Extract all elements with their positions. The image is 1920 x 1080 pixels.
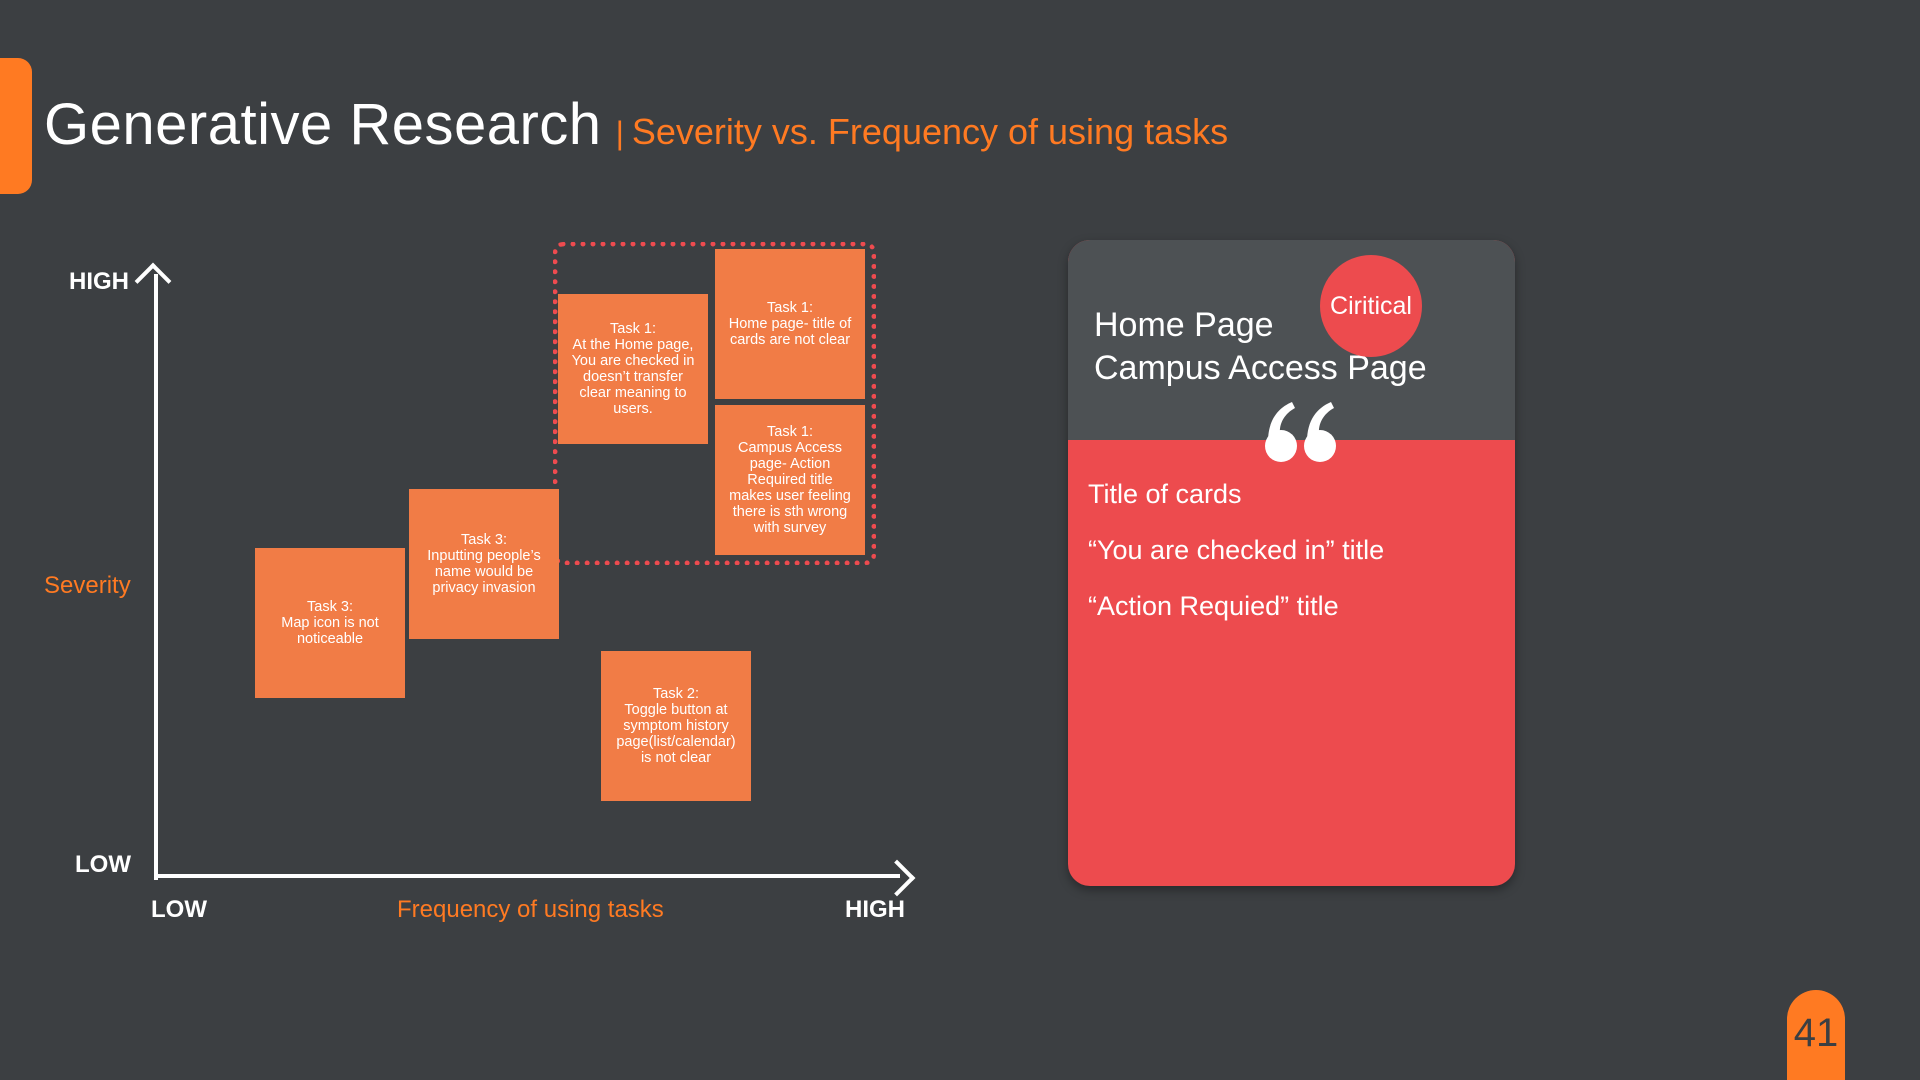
task-card: Task 2: Toggle button at symptom history… bbox=[601, 651, 751, 801]
list-item: “Action Requied” title bbox=[1088, 591, 1339, 621]
x-axis-arrow-icon bbox=[878, 859, 916, 897]
page-number: 41 bbox=[1787, 990, 1845, 1080]
task-card: Task 1: At the Home page, You are checke… bbox=[558, 294, 708, 444]
task-description: Inputting people’s name would be privacy… bbox=[427, 548, 541, 596]
y-axis-name: Severity bbox=[44, 572, 131, 599]
task-title: Task 1: bbox=[767, 300, 813, 316]
list-item: Title of cards bbox=[1088, 479, 1242, 509]
x-axis-name: Frequency of using tasks bbox=[397, 896, 664, 923]
task-card: Task 3: Map icon is not noticeable bbox=[255, 548, 405, 698]
y-high-label: HIGH bbox=[69, 268, 129, 295]
critical-issues-card: Home Page Campus Access Page Title of ca… bbox=[1068, 240, 1515, 886]
card-heading-line: Home Page bbox=[1094, 306, 1274, 344]
quote-icon bbox=[1265, 402, 1336, 462]
title-separator: | bbox=[615, 115, 624, 151]
y-axis-arrow-icon bbox=[134, 262, 172, 300]
task-description: Home page- title of cards are not clear bbox=[728, 316, 852, 348]
x-high-label: HIGH bbox=[845, 896, 905, 923]
task-title: Task 1: bbox=[610, 321, 656, 337]
subtitle-text: Severity vs. Frequency of using tasks bbox=[631, 111, 1229, 152]
task-title: Task 2: bbox=[653, 686, 699, 702]
page-title: Generative Research |Severity vs. Frequen… bbox=[44, 88, 1228, 170]
y-low-label: LOW bbox=[75, 851, 131, 878]
task-card: Task 1: Campus Access page- Action Requi… bbox=[715, 405, 865, 555]
task-card: Task 3: Inputting people’s name would be… bbox=[409, 489, 559, 639]
task-title: Task 1: bbox=[767, 424, 813, 440]
subtitle: |Severity vs. Frequency of using tasks bbox=[616, 111, 1229, 152]
critical-region-outline bbox=[553, 242, 876, 565]
task-description: Toggle button at symptom history page(li… bbox=[616, 702, 736, 766]
critical-badge: Ciritical bbox=[1320, 255, 1422, 357]
task-description: At the Home page, You are checked in doe… bbox=[571, 337, 695, 417]
x-low-label: LOW bbox=[151, 896, 207, 923]
task-title: Task 3: bbox=[307, 599, 353, 615]
card-points-list: Title of cards “You are checked in” titl… bbox=[1088, 478, 1384, 646]
task-card: Task 1: Home page- title of cards are no… bbox=[715, 249, 865, 399]
list-item: “You are checked in” title bbox=[1088, 535, 1385, 565]
y-axis-line bbox=[154, 274, 158, 880]
accent-tab bbox=[0, 58, 32, 194]
title-text: Generative Research bbox=[44, 92, 602, 157]
task-title: Task 3: bbox=[461, 532, 507, 548]
task-description: Map icon is not noticeable bbox=[281, 615, 379, 647]
task-description: Campus Access page- Action Required titl… bbox=[729, 440, 851, 536]
x-axis-line bbox=[154, 874, 900, 878]
